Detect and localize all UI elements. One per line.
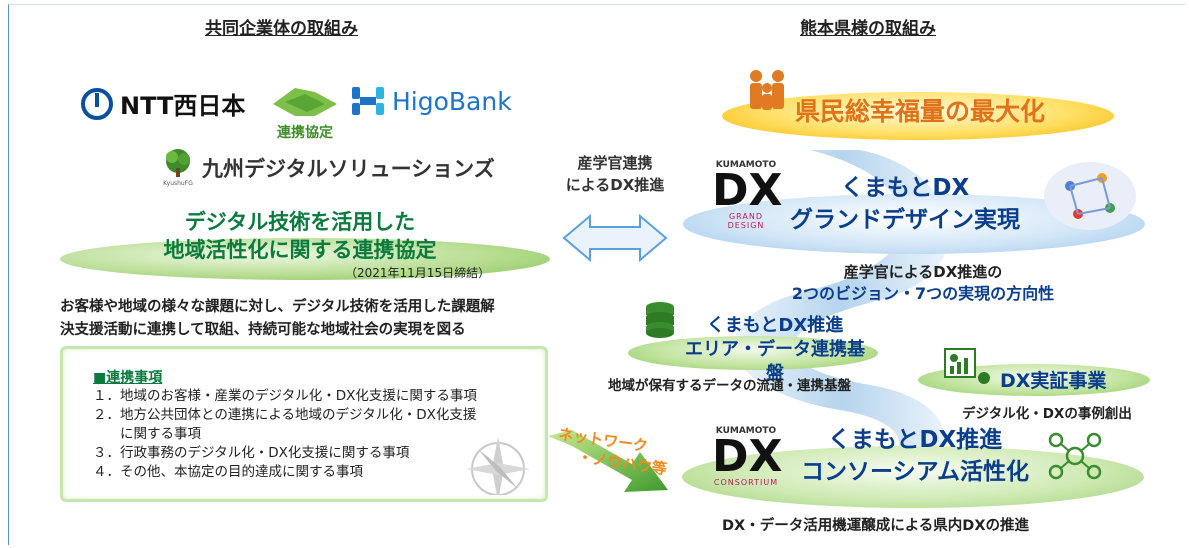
higobank-mark-icon (352, 87, 384, 115)
higobank-logo-text: HigoBank (392, 86, 512, 116)
list-item: １．地域のお客様・産業のデジタル化・DX化支援に関する事項 (93, 388, 477, 404)
grand-design-line2: グランドデザイン実現 (790, 207, 1020, 233)
bottom-caption: DX・データ活用機運醸成による県内DXの推進 (722, 518, 1029, 534)
area-platform-line2: エリア・データ連携基盤 (685, 339, 865, 384)
vision-line1: 産学官によるDX推進の (843, 263, 1003, 281)
list-item: に関する事項 (93, 426, 201, 442)
grand-design-label: GRAND DESIGN (727, 212, 765, 230)
area-platform-title: くまもとDX推進 エリア・データ連携基盤 (682, 314, 868, 386)
family-icon (750, 70, 784, 110)
left-header: 共同企業体の取組み (205, 19, 358, 39)
list-item: ３．行政事務のデジタル化・DX化支援に関する事項 (93, 445, 410, 461)
kyushu-logo-text: 九州デジタルソリューションズ (202, 156, 495, 181)
goal-ellipse (722, 92, 1114, 140)
diagram-frame (8, 4, 1185, 545)
kumamoto-label: KUMAMOTO (715, 426, 777, 436)
network-map-icon (1044, 162, 1136, 230)
center-line1: 産学官連携 (577, 154, 653, 172)
double-arrow-icon (562, 213, 668, 263)
vision-text: 産学官によるDX推進の 2つのビジョン・7つの実現の方向性 (778, 262, 1068, 304)
collaboration-items-title: ■連携事項 (93, 370, 163, 386)
ntt-mark-icon (81, 87, 113, 120)
database-icon (646, 302, 674, 338)
agreement-badge: 連携協定 (265, 82, 345, 142)
collaboration-items-list: １．地域のお客様・産業のデジタル化・DX化支援に関する事項 ２．地方公共団体との… (93, 387, 477, 482)
agreement-badge-label: 連携協定 (277, 125, 333, 141)
dx-grand-design-logo: KUMAMOTO DX GRAND DESIGN (712, 160, 783, 230)
agreement-title: デジタル技術を活用した 地域活性化に関する連携協定 (110, 208, 490, 264)
collaboration-items-box: ■連携事項 １．地域のお客様・産業のデジタル化・DX化支援に関する事項 ２．地方… (60, 346, 548, 502)
consortium-title: くまもとDX推進 コンソーシアム活性化 (800, 424, 1030, 488)
goal-title: 県民総幸福量の最大化 (795, 97, 1046, 126)
agreement-ellipse (60, 238, 550, 280)
ntt-logo: NTT西日本 (80, 86, 245, 121)
demo-project-caption: デジタル化・DXの事例創出 (962, 406, 1132, 422)
kyushu-logo: KyushuFG 九州デジタルソリューションズ (160, 148, 495, 187)
higobank-logo: HigoBank (350, 84, 512, 118)
spiral-ribbon (733, 150, 950, 490)
consortium-line2: コンソーシアム活性化 (801, 459, 1029, 485)
area-platform-ellipse (628, 336, 878, 370)
center-line2: によるDX推進 (565, 176, 665, 194)
compass-icon (466, 437, 530, 495)
list-item: ４．その他、本協定の目的達成に関する事項 (93, 464, 363, 480)
agreement-title-line1: デジタル技術を活用した (184, 210, 416, 234)
demo-project-title: DX実証事業 (1000, 370, 1107, 392)
grand-design-title: くまもとDX グランドデザイン実現 (790, 172, 1020, 236)
consortium-label: CONSORTIUM (713, 478, 779, 487)
analytics-icon (944, 348, 990, 384)
handshake-icon (273, 88, 337, 116)
network-arrow-icon (548, 430, 668, 492)
vision-line2: 2つのビジョン・7つの実現の方向性 (791, 284, 1055, 303)
agreement-description: お客様や地域の様々な課題に対し、デジタル技術を活用した課題解 決支援活動に連携し… (60, 296, 495, 342)
kyushufg-label: KyushuFG (163, 180, 193, 187)
consortium-line1: くまもとDX推進 (827, 427, 1003, 453)
area-platform-line1: くまもとDX推進 (706, 315, 844, 336)
description-line2: 決支援活動に連携して取組、持続可能な地域社会の実現を図る (60, 322, 466, 338)
dx-logo-text: DX (712, 431, 783, 482)
area-platform-caption: 地域が保有するデータの流通・連携基盤 (608, 378, 851, 394)
description-line1: お客様や地域の様々な課題に対し、デジタル技術を活用した課題解 (60, 299, 495, 315)
agreement-title-line2: 地域活性化に関する連携協定 (163, 238, 437, 262)
kumamoto-label: KUMAMOTO (715, 160, 777, 170)
dx-logo-text: DX (712, 165, 783, 216)
tree-icon (166, 149, 190, 177)
industry-academia-text: 産学官連携 によるDX推進 (555, 152, 675, 196)
right-header: 熊本県様の取組み (800, 19, 936, 39)
people-network-icon (1048, 432, 1102, 480)
list-item: ２．地方公共団体との連携による地域のデジタル化・DX化支援 (93, 407, 477, 423)
grand-design-line1: くまもとDX (840, 175, 970, 201)
ntt-logo-text: NTT西日本 (120, 92, 246, 120)
dx-consortium-logo: KUMAMOTO DX CONSORTIUM (712, 426, 783, 487)
agreement-date: （2021年11月15日締結） (345, 266, 491, 280)
